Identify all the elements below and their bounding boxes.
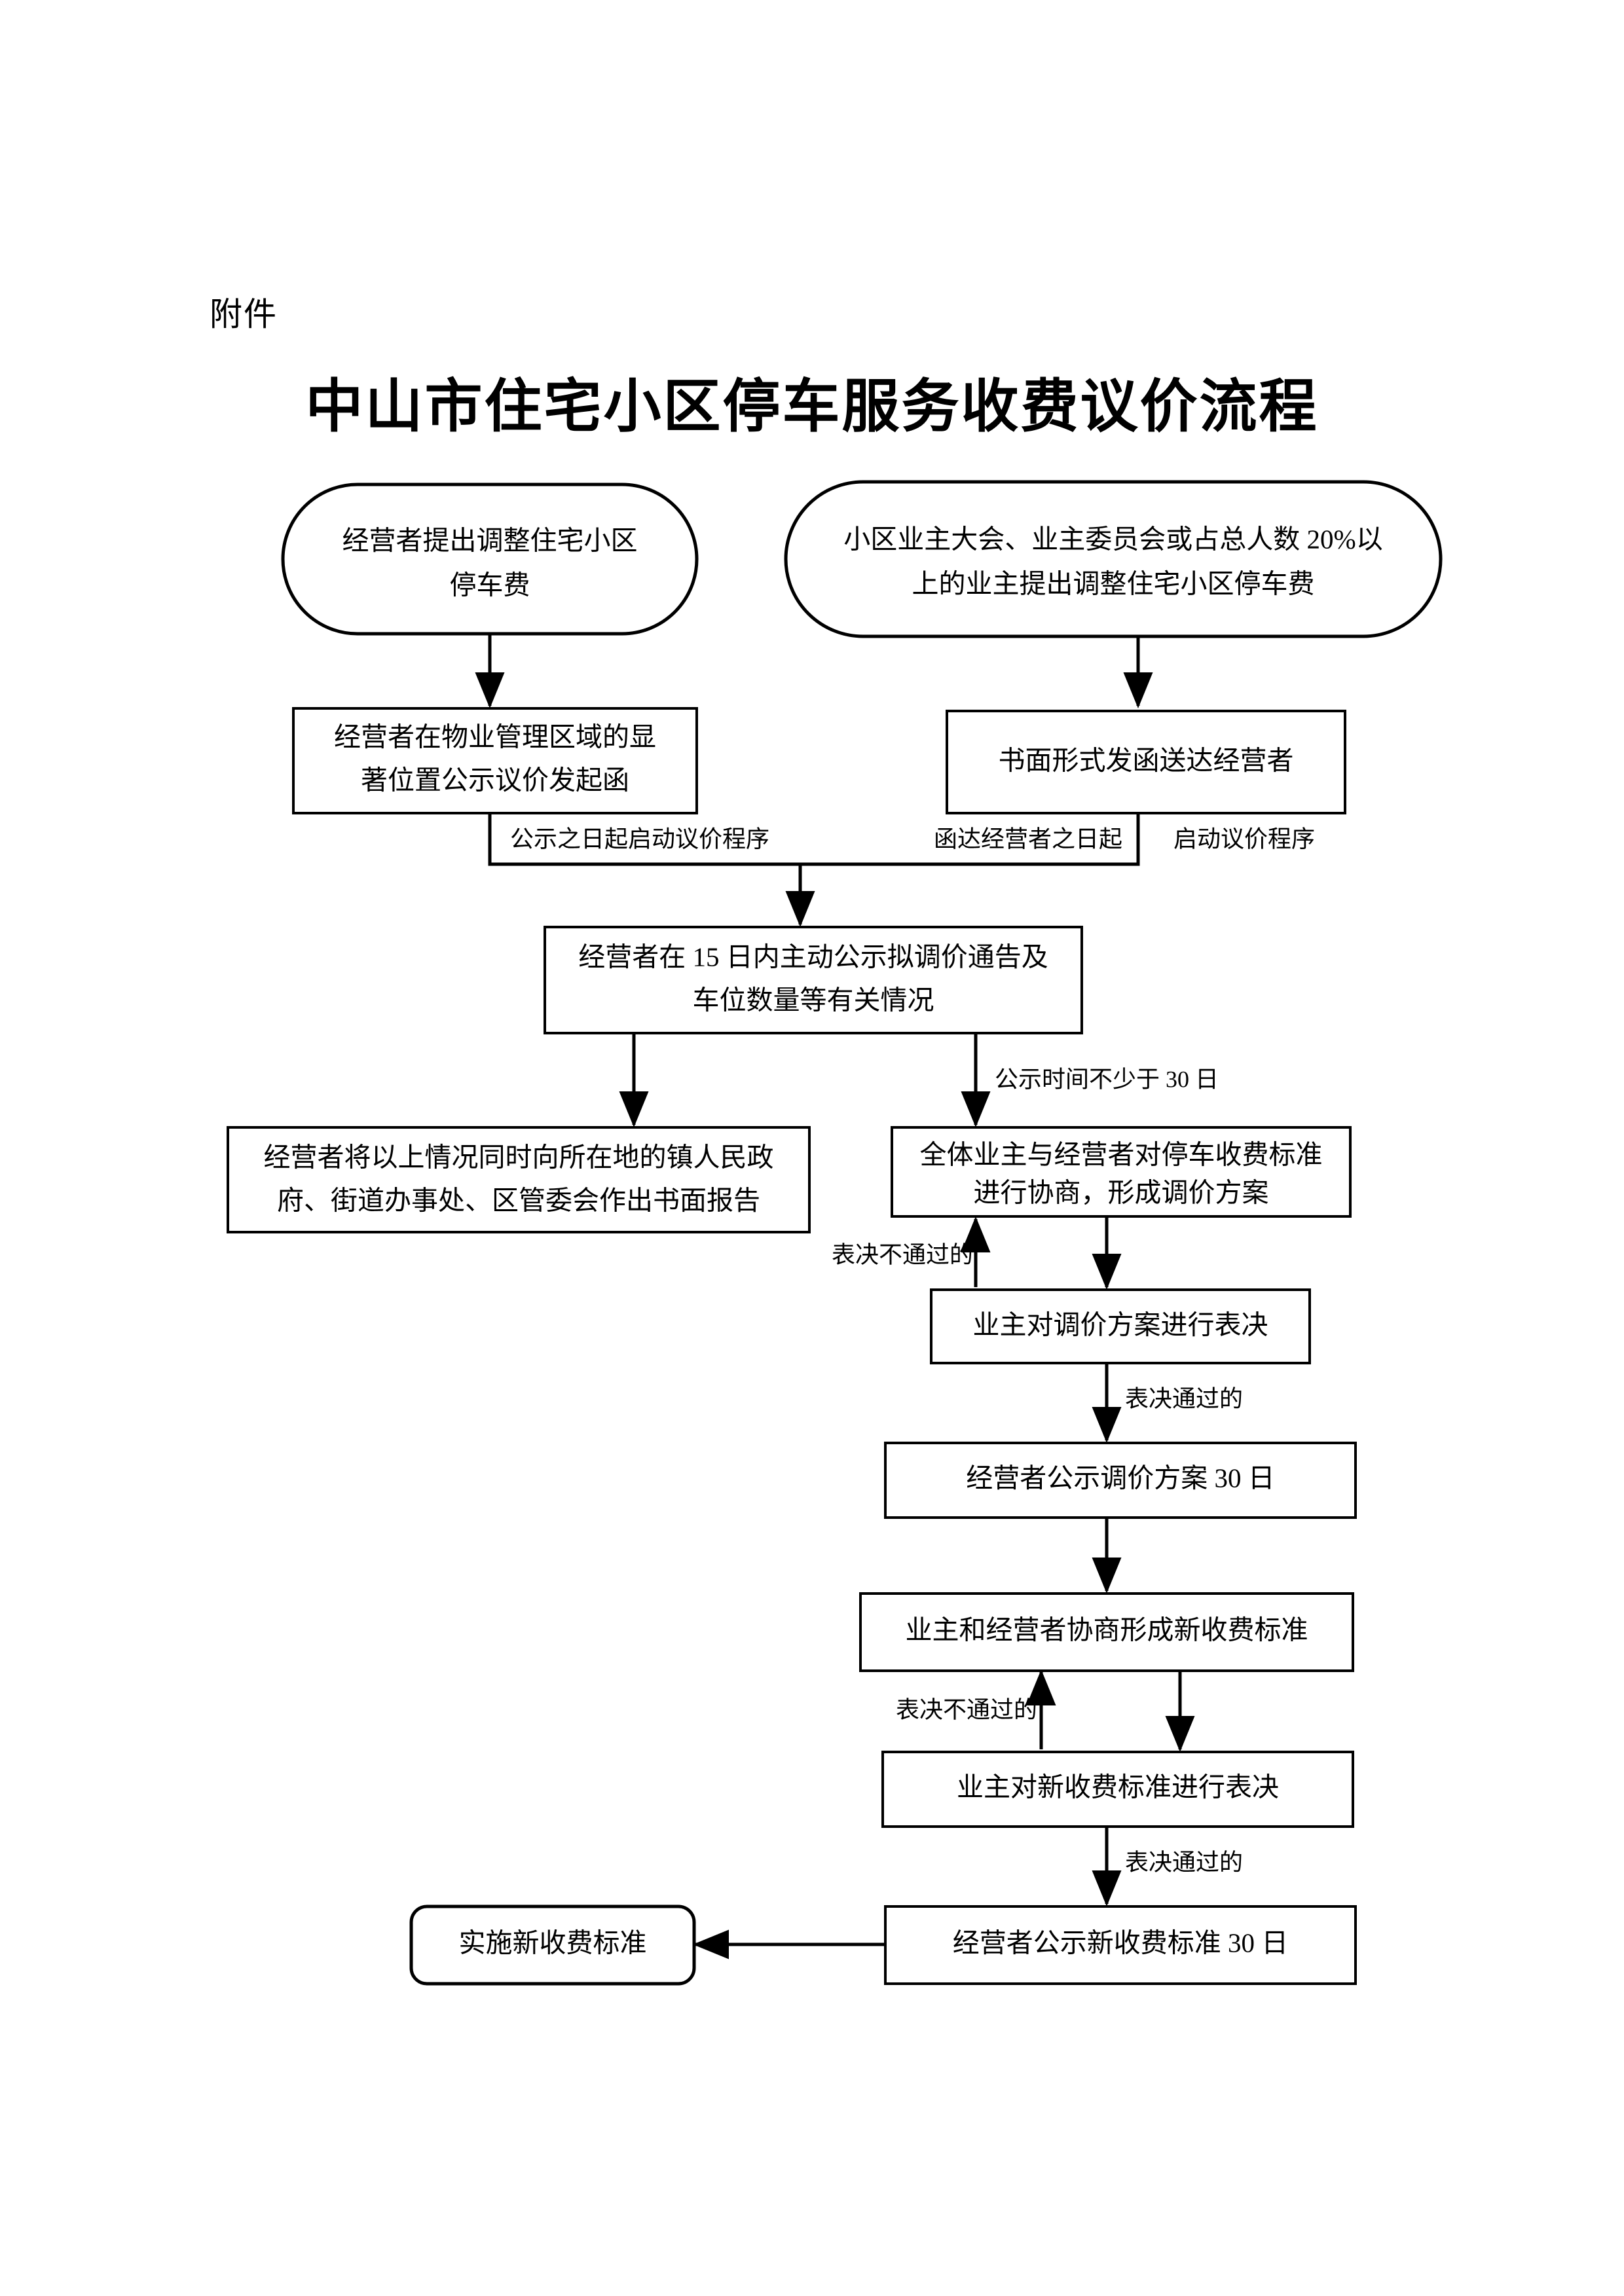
edge-label-vote-passed-1: 表决通过的 — [1125, 1385, 1243, 1412]
node-shape-process — [881, 1751, 1354, 1828]
attachment-label: 附件 — [210, 296, 278, 333]
node-owners-operator-negotiate-price-plan[interactable]: 全体业主与经营者对停车收费标准 进行协商，形成调价方案 — [891, 1126, 1352, 1218]
node-line: 停车费 — [450, 570, 530, 600]
node-line: 书面形式发函送达经营者 — [999, 745, 1294, 775]
page-title: 中山市住宅小区停车服务收费议价流程 — [305, 374, 1319, 439]
node-operator-publishes-notice-15-days[interactable]: 经营者在 15 日内主动公示拟调价通告及 车位数量等有关情况 — [544, 926, 1083, 1034]
node-line: 进行协商，形成调价方案 — [974, 1177, 1269, 1207]
node-line: 经营者在物业管理区域的显 — [334, 721, 656, 752]
node-line: 著位置公示议价发起函 — [361, 765, 629, 795]
node-shape-terminal — [281, 483, 699, 636]
node-line: 经营者在 15 日内主动公示拟调价通告及 — [578, 941, 1048, 972]
node-shape-terminal — [784, 480, 1443, 638]
node-line: 经营者公示新收费标准 30 日 — [953, 1927, 1289, 1958]
connector-n3-to-n5 — [488, 813, 815, 928]
node-owners-vote-on-new-standard[interactable]: 业主对新收费标准进行表决 — [881, 1751, 1354, 1828]
node-line: 小区业主大会、业主委员会或占总人数 20%以 — [843, 524, 1382, 554]
node-line: 业主对新收费标准进行表决 — [957, 1772, 1279, 1802]
node-implement-new-standard[interactable]: 实施新收费标准 — [409, 1904, 696, 1986]
node-operator-publishes-initiation-letter[interactable]: 经营者在物业管理区域的显 著位置公示议价发起函 — [292, 707, 698, 814]
node-written-letter-to-operator[interactable]: 书面形式发函送达经营者 — [946, 710, 1346, 814]
node-shape-process — [292, 707, 698, 814]
node-owners-operator-form-new-standard[interactable]: 业主和经营者协商形成新收费标准 — [859, 1592, 1354, 1672]
node-shape-process — [884, 1905, 1357, 1985]
edge-label-start-procedure: 启动议价程序 — [1173, 826, 1315, 852]
node-line: 车位数量等有关情况 — [693, 985, 934, 1015]
edge-label-letter-delivered: 函达经营者之日起 — [934, 826, 1122, 852]
node-shape-process — [544, 926, 1083, 1034]
node-operator-publishes-price-plan-30-days[interactable]: 经营者公示调价方案 30 日 — [884, 1442, 1357, 1519]
node-line: 经营者将以上情况同时向所在地的镇人民政 — [264, 1142, 774, 1172]
node-line: 全体业主与经营者对停车收费标准 — [920, 1139, 1323, 1169]
node-line: 经营者提出调整住宅小区 — [342, 525, 638, 555]
node-shape-terminal — [409, 1904, 696, 1986]
node-owners-vote-on-price-plan[interactable]: 业主对调价方案进行表决 — [930, 1288, 1311, 1364]
node-operator-proposes-adjustment[interactable]: 经营者提出调整住宅小区 停车费 — [281, 483, 699, 636]
node-shape-process — [891, 1126, 1352, 1218]
node-line: 实施新收费标准 — [459, 1927, 647, 1958]
node-shape-process — [884, 1442, 1357, 1519]
node-line: 业主和经营者协商形成新收费标准 — [906, 1614, 1308, 1645]
edge-label-publish-start: 公示之日起启动议价程序 — [510, 826, 769, 852]
node-operator-publishes-new-standard-30-days[interactable]: 经营者公示新收费标准 30 日 — [884, 1905, 1357, 1985]
node-line: 府、街道办事处、区管委会作出书面报告 — [277, 1185, 760, 1215]
edge-label-vote-rejected-1: 表决不通过的 — [832, 1241, 973, 1267]
node-operator-written-report-to-government[interactable]: 经营者将以上情况同时向所在地的镇人民政 府、街道办事处、区管委会作出书面报告 — [227, 1126, 811, 1233]
node-shape-process — [930, 1288, 1311, 1364]
node-owners-assembly-proposes-adjustment[interactable]: 小区业主大会、业主委员会或占总人数 20%以 上的业主提出调整住宅小区停车费 — [784, 480, 1443, 638]
node-shape-process — [859, 1592, 1354, 1672]
node-line: 业主对调价方案进行表决 — [973, 1309, 1268, 1339]
connector-n4-to-n5 — [800, 813, 1140, 866]
edge-label-vote-passed-2: 表决通过的 — [1125, 1849, 1243, 1875]
node-line: 上的业主提出调整住宅小区停车费 — [912, 568, 1315, 598]
node-line: 经营者公示调价方案 30 日 — [966, 1463, 1275, 1493]
edge-label-vote-rejected-2: 表决不通过的 — [896, 1696, 1037, 1722]
node-shape-process — [227, 1126, 811, 1233]
edge-label-publicity-30-days: 公示时间不少于 30 日 — [995, 1066, 1219, 1092]
node-shape-process — [946, 710, 1346, 814]
